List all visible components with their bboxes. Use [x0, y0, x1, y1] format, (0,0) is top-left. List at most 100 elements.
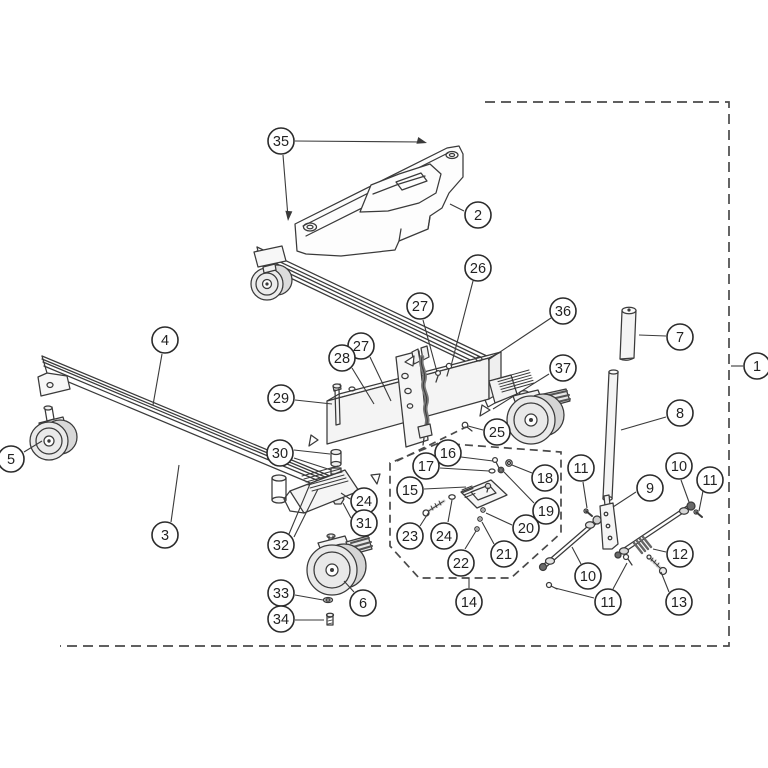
- balloon-number: 3: [161, 528, 169, 544]
- balloon-circle: [696, 466, 724, 494]
- leader-line: [467, 425, 484, 431]
- leader-line: [170, 464, 180, 523]
- balloon-circle: [406, 292, 434, 320]
- leader-line: [680, 479, 690, 503]
- rear-leg-caster: [250, 245, 293, 301]
- balloon-10: 10: [574, 562, 602, 590]
- balloon-number: 26: [470, 261, 486, 277]
- frame-boundary: [60, 101, 730, 647]
- pin-11b: [693, 509, 703, 518]
- leader-line: [288, 483, 311, 535]
- balloon-circle: [151, 326, 179, 354]
- leader-line: [660, 571, 670, 593]
- balloon-number: 10: [671, 459, 687, 475]
- balloon-circle: [665, 588, 693, 616]
- leader-line: [342, 502, 352, 519]
- balloon-13: 13: [665, 588, 693, 616]
- direction-arrow: [308, 355, 491, 485]
- nut-18: [505, 459, 513, 467]
- balloon-5: 5: [0, 445, 25, 473]
- leader-line: [294, 399, 333, 405]
- washer-24b: [448, 494, 456, 500]
- balloon-28: 28: [328, 344, 356, 372]
- balloon-number: 6: [359, 596, 367, 612]
- leader-line: [481, 521, 495, 545]
- frame-detail_pointer: [396, 426, 467, 462]
- screw-20: [480, 507, 486, 513]
- balloon-number: 11: [600, 595, 615, 611]
- balloon-11: 11: [594, 588, 622, 616]
- frame-detail_hexagon: [389, 442, 562, 579]
- balloon-number: 24: [356, 494, 372, 510]
- balloon-circle: [464, 254, 492, 282]
- leader-line: [582, 481, 588, 509]
- balloon-number: 37: [555, 361, 571, 377]
- balloon-31: 31: [350, 509, 378, 537]
- line-art: [29, 145, 703, 626]
- balloon-circle: [512, 514, 540, 542]
- balloon-number: 27: [412, 299, 428, 315]
- leader-line: [554, 587, 595, 599]
- balloon-circle: [464, 201, 492, 229]
- link-rod-right: [614, 501, 696, 559]
- leader-line: [423, 486, 467, 490]
- balloon-number: 36: [555, 304, 571, 320]
- link-rod-left: [538, 515, 602, 572]
- balloon-number: 17: [418, 459, 434, 475]
- balloon-11: 11: [567, 454, 595, 482]
- bolt-34: [325, 612, 335, 626]
- nut-33: [322, 596, 334, 604]
- balloon-circle: [532, 497, 560, 525]
- balloon-6: 6: [349, 589, 377, 617]
- balloon-number: 23: [402, 529, 418, 545]
- leader-line: [460, 456, 494, 462]
- leader-line: [612, 491, 637, 508]
- balloon-circle: [531, 464, 559, 492]
- balloon-32: 32: [267, 531, 295, 559]
- balloon-15: 15: [396, 476, 424, 504]
- balloon-number: 11: [702, 473, 717, 489]
- balloon-circle: [430, 522, 458, 550]
- balloon-20: 20: [512, 514, 540, 542]
- balloon-number: 7: [676, 330, 684, 346]
- leader-line: [450, 280, 474, 367]
- balloon-number: 22: [453, 556, 469, 572]
- balloon-17: 17: [412, 452, 440, 480]
- balloon-circle: [447, 549, 475, 577]
- balloon-34: 34: [267, 605, 295, 633]
- balloon-2: 2: [464, 201, 492, 229]
- balloon-number: 1: [753, 359, 761, 375]
- balloon-circle: [349, 589, 377, 617]
- balloon-number: 12: [672, 547, 688, 563]
- slide-plate-assembly: [460, 479, 508, 509]
- balloon-circle: [267, 127, 295, 155]
- leader-line: [293, 457, 332, 471]
- balloon-circle: [549, 354, 577, 382]
- foot-bracket: [271, 465, 360, 514]
- leader-line: [422, 319, 438, 373]
- balloon-22: 22: [447, 549, 475, 577]
- leader-line: [294, 594, 324, 601]
- leader-line: [464, 530, 477, 550]
- bolt-29: [332, 383, 342, 426]
- dashed-frames: [60, 101, 730, 647]
- balloon-number: 34: [273, 612, 289, 628]
- balloon-37: 37: [549, 354, 577, 382]
- pin-11a: [583, 508, 593, 517]
- leader-line: [571, 546, 582, 565]
- balloon-number: 33: [273, 586, 289, 602]
- nut-19: [497, 466, 505, 474]
- balloon-4: 4: [151, 326, 179, 354]
- leader-arrowhead: [285, 210, 293, 221]
- screw-25: [461, 421, 473, 432]
- balloon-12: 12: [666, 540, 694, 568]
- balloon-number: 28: [334, 351, 350, 367]
- leader-line: [652, 548, 667, 553]
- balloon-19: 19: [532, 497, 560, 525]
- balloon-circle: [490, 540, 518, 568]
- balloon-11: 11: [696, 466, 724, 494]
- balloon-23: 23: [396, 522, 424, 550]
- balloon-circle: [412, 452, 440, 480]
- leader-line: [698, 490, 704, 512]
